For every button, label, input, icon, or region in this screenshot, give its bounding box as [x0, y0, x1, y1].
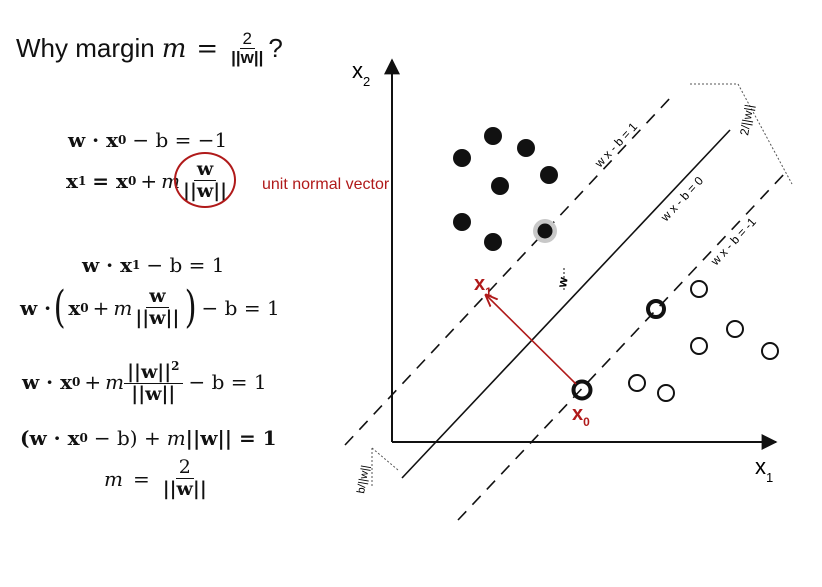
title-equals: = [196, 33, 219, 64]
eq6-sub: 0 [79, 431, 88, 445]
title-question-mark: ? [268, 33, 283, 64]
eq3-rest: − b = 1 [146, 253, 225, 277]
eq5-fraction: ||w||2 ||w|| [124, 359, 183, 405]
offset-marker-right [371, 447, 399, 471]
normal-vector-label: w [554, 275, 571, 289]
filled-point [517, 139, 535, 157]
filled-class-points [453, 127, 558, 251]
eq5-m: m [105, 370, 125, 395]
offset-label: b/||w|| [355, 464, 372, 494]
eq5-num-sup: 2 [171, 359, 180, 373]
eq6-m: m [166, 426, 186, 450]
hollow-point-support-vector [646, 299, 666, 319]
eq4-den: ||w|| [135, 307, 180, 330]
eq6-b: − b) + [93, 426, 161, 450]
x2-axis-label: x2 [352, 58, 370, 89]
margin-marker-right [737, 83, 793, 185]
eq1-lhs: w · x [68, 128, 119, 152]
title-fraction-den: ||w|| [231, 47, 264, 67]
title-fraction-num: 2 [239, 30, 256, 49]
normal-step-arrow [486, 295, 577, 385]
lower-line-label: w x - b = -1 [707, 215, 759, 269]
hollow-point-x0 [571, 379, 593, 401]
eq2-x0-sub: 0 [127, 173, 137, 188]
eq4-pre: w · [20, 296, 52, 320]
eq5-rest: − b = 1 [188, 370, 267, 395]
filled-point [453, 149, 471, 167]
eq7-num: 2 [175, 457, 194, 479]
margin-width-label: 2/||w|| [737, 103, 756, 136]
filled-point-support-vector [537, 223, 553, 239]
title-prefix: Why margin [16, 33, 155, 64]
eq6-a: (w · x [20, 426, 80, 450]
filled-point [540, 166, 558, 184]
filled-point [484, 233, 502, 251]
eq2-x-sub: 1 [77, 173, 87, 188]
eq5-num-norm: ||w|| [127, 361, 172, 383]
slide-title: Why margin m = 2 ||w|| ? [16, 30, 283, 68]
eq7-eq: = [132, 466, 150, 491]
eq2-plus: + [140, 168, 158, 193]
hollow-point [690, 337, 708, 355]
hollow-point [761, 342, 779, 360]
eq4-m: m [113, 296, 133, 320]
eq1-rest: − b = −1 [132, 128, 228, 152]
hollow-point [628, 374, 646, 392]
equation-7: m = 2 ||w|| [104, 457, 210, 500]
eq1-sub: 0 [118, 133, 127, 147]
eq5-x-sub: 0 [72, 375, 81, 390]
eq3-lhs: w · x [82, 253, 133, 277]
eq4-x: x [68, 296, 81, 320]
eq5-plus: + [84, 370, 102, 395]
eq5-den: ||w|| [131, 382, 176, 405]
eq4-left-paren: ( [53, 282, 66, 333]
eq5-num: ||w||2 [124, 359, 183, 384]
filled-point [484, 127, 502, 145]
lower-margin-line [457, 171, 787, 521]
eq4-fraction: w ||w|| [132, 286, 182, 330]
eq4-x-sub: 0 [80, 301, 89, 315]
filled-point [491, 177, 509, 195]
hollow-point [657, 384, 675, 402]
eq7-fraction: 2 ||w|| [160, 457, 210, 500]
eq4-plus: + [92, 296, 110, 320]
eq4-rest: − b = 1 [201, 296, 280, 320]
title-margin-var: m [161, 33, 187, 64]
x1-axis-label: x1 [755, 454, 773, 485]
eq2-equals-x: = x [92, 168, 128, 193]
eq3-sub: 1 [132, 258, 141, 272]
eq4-right-paren: ) [184, 282, 197, 333]
eq5-pre: w · x [22, 370, 73, 395]
eq6-c: ||w|| = 1 [185, 426, 277, 450]
unit-normal-annotation: unit normal vector [262, 176, 390, 193]
eq4-num: w [146, 286, 169, 309]
hollow-point [726, 320, 744, 338]
point-x1-label: x1 [474, 273, 492, 299]
upper-margin-line [344, 95, 673, 446]
decision-boundary-line [401, 129, 731, 479]
filled-point [453, 213, 471, 231]
hollow-point [690, 280, 708, 298]
eq7-den: ||w|| [162, 477, 207, 500]
hollow-class-points [571, 280, 779, 402]
eq2-x: x [66, 168, 78, 193]
upper-line-label: w x - b = 1 [591, 120, 640, 171]
eq7-m: m [104, 466, 123, 491]
unit-normal-circle: w ||w|| [174, 152, 237, 208]
title-fraction: 2 ||w|| [228, 30, 266, 68]
point-x0-label: x0 [572, 403, 590, 429]
